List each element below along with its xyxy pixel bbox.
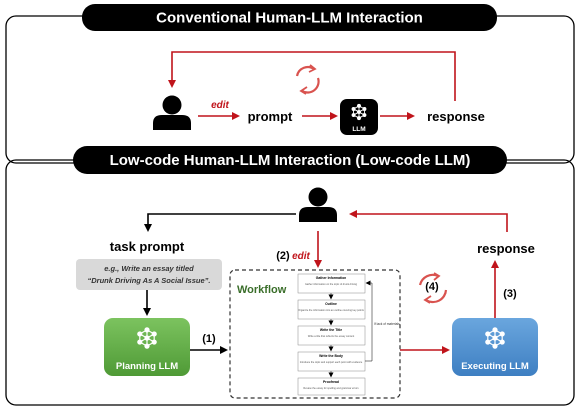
workflow-step-0: Gather Information Gather information on…: [297, 273, 366, 294]
top-edit-label: edit: [211, 100, 229, 111]
workflow-step-4: Proofread Review the essay for spelling …: [297, 377, 366, 396]
bottom-response-to-user-arrow: [349, 210, 508, 232]
workflow-title: Workflow: [237, 284, 287, 296]
step2-label: (2): [276, 250, 290, 262]
executing-llm-box: Executing LLM: [452, 318, 538, 376]
workflow-step-3-title: Write the Body: [319, 354, 343, 358]
planning-llm-label: Planning LLM: [116, 361, 178, 372]
workflow-box: Workflow Gather Information Gather infor…: [229, 269, 401, 399]
example-prompt-line1: e.g., Write an essay titled: [104, 264, 194, 273]
workflow-step-0-title: Gather Information: [316, 276, 347, 280]
workflow-step-1-desc: Organize the information into an outline…: [298, 309, 364, 312]
workflow-step-1: Outline Organize the information into an…: [297, 299, 366, 320]
top-prompt-label: prompt: [248, 109, 293, 124]
step1-label: (1): [202, 333, 216, 345]
planning-llm-box: Planning LLM: [104, 318, 190, 376]
workflow-loop-connector: [365, 280, 373, 362]
top-banner: Conventional Human-LLM Interaction: [82, 4, 497, 31]
top-llm-label: LLM: [352, 126, 365, 133]
step4-label: (4): [425, 281, 439, 293]
top-banner-title: Conventional Human-LLM Interaction: [156, 10, 423, 27]
top-feedback-arrow: [168, 51, 456, 101]
workflow-step-3-desc: Introduce the topic and support each poi…: [300, 361, 363, 364]
top-user-icon: [153, 95, 191, 130]
top-refresh-icon: [295, 64, 320, 95]
workflow-step-1-title: Outline: [325, 302, 337, 306]
executing-llm-label: Executing LLM: [461, 361, 529, 372]
workflow-step-3: Write the Body Introduce the topic and s…: [297, 351, 366, 372]
bottom-banner-title: Low-code Human-LLM Interaction (Low-code…: [110, 152, 471, 169]
workflow-loop-label: If lack of materials: [374, 322, 400, 326]
bottom-user-to-task-arrow: [144, 213, 296, 232]
workflow-step-4-title: Proofread: [323, 380, 339, 384]
step4-refresh-icon: [418, 272, 448, 304]
bottom-response-label: response: [477, 241, 535, 256]
example-prompt-line2: “Drunk Driving As A Social Issue”.: [88, 276, 211, 285]
example-prompt-box: e.g., Write an essay titled “Drunk Drivi…: [76, 259, 222, 290]
top-response-label: response: [427, 109, 485, 124]
step3-label: (3): [503, 288, 517, 300]
bottom-banner: Low-code Human-LLM Interaction (Low-code…: [73, 146, 507, 174]
step2-edit-label: edit: [292, 251, 310, 262]
workflow-step-2-desc: Write a title that reflects the essay co…: [308, 335, 355, 338]
task-prompt-label: task prompt: [110, 239, 185, 254]
top-llm-chip: LLM: [340, 99, 378, 135]
workflow-step-2: Write the Title Write a title that refle…: [297, 325, 366, 346]
workflow-step-2-title: Write the Title: [320, 328, 342, 332]
workflow-step-4-desc: Review the essay for spelling and gramma…: [303, 387, 359, 390]
top-section-frame: [5, 15, 575, 164]
workflow-step-0-desc: Gather information on the topic of drunk…: [305, 283, 358, 286]
bottom-user-icon: [299, 187, 337, 222]
